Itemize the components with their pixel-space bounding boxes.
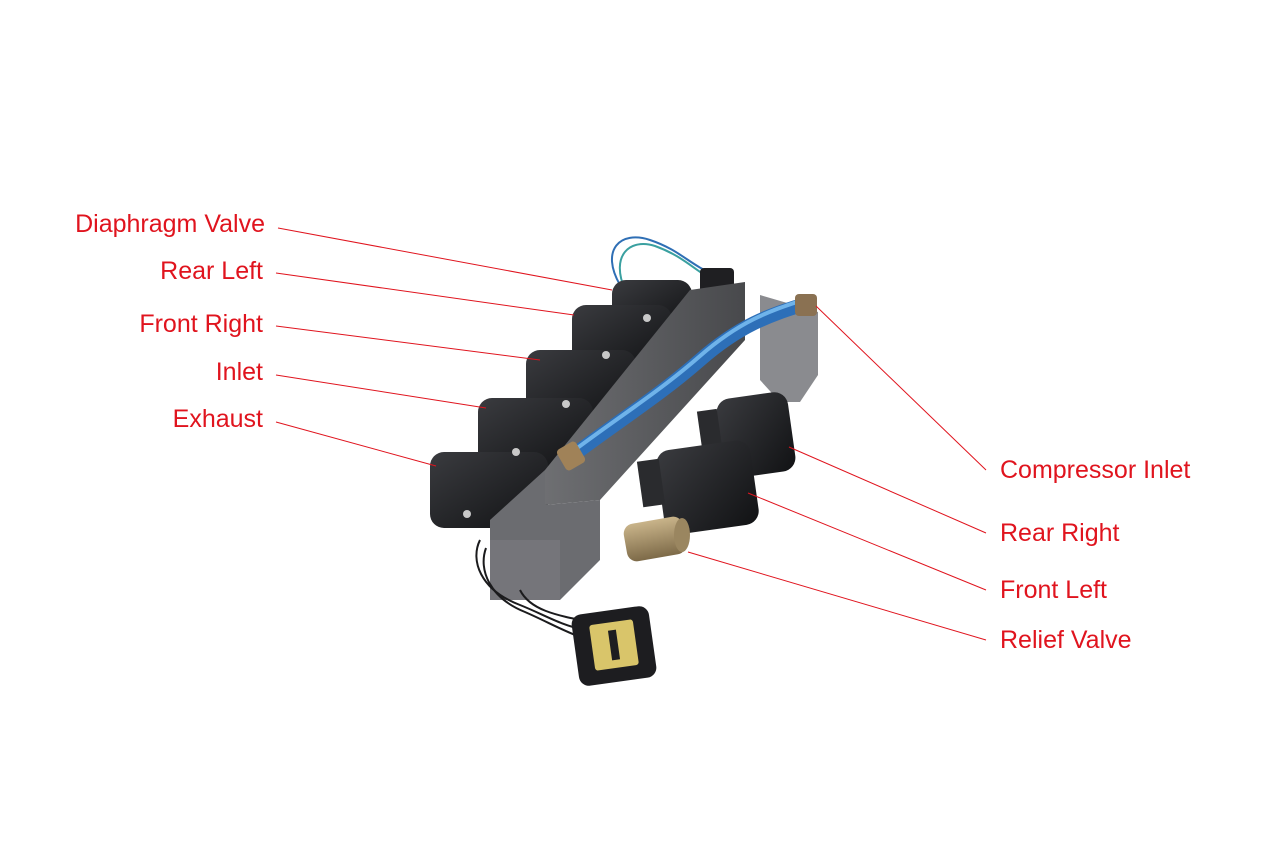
leader-line-rear-right <box>788 446 987 534</box>
leader-line-exhaust <box>275 421 437 467</box>
hose-fitting-upper <box>795 294 817 316</box>
relief-valve-fitting <box>623 516 690 562</box>
label-inlet: Inlet <box>215 358 263 386</box>
label-compressor-inlet: Compressor Inlet <box>1000 456 1191 484</box>
label-diaphragm-valve: Diaphragm Valve <box>75 210 265 238</box>
right-solenoid-row <box>636 392 796 535</box>
label-exhaust: Exhaust <box>172 405 263 433</box>
leader-line-front-left <box>747 492 987 591</box>
label-front-left: Front Left <box>1000 576 1107 604</box>
leader-line-compressor-inlet <box>815 305 987 471</box>
label-relief-valve: Relief Valve <box>1000 626 1132 654</box>
leader-line-front-right <box>275 325 541 361</box>
label-front-right: Front Right <box>139 310 263 338</box>
leader-line-relief-valve <box>687 551 987 641</box>
leader-lines <box>275 227 987 641</box>
leader-line-rear-left <box>275 272 575 316</box>
label-rear-right: Rear Right <box>1000 519 1120 547</box>
multi-pin-connector <box>571 606 657 686</box>
leader-line-diaphragm-valve <box>277 227 613 291</box>
hose-fitting-lower <box>556 441 586 471</box>
label-rear-left: Rear Left <box>160 257 263 285</box>
signal-wires <box>610 236 717 291</box>
air-hose <box>565 298 809 463</box>
manifold-bar <box>545 282 745 505</box>
leader-line-inlet <box>275 374 487 409</box>
